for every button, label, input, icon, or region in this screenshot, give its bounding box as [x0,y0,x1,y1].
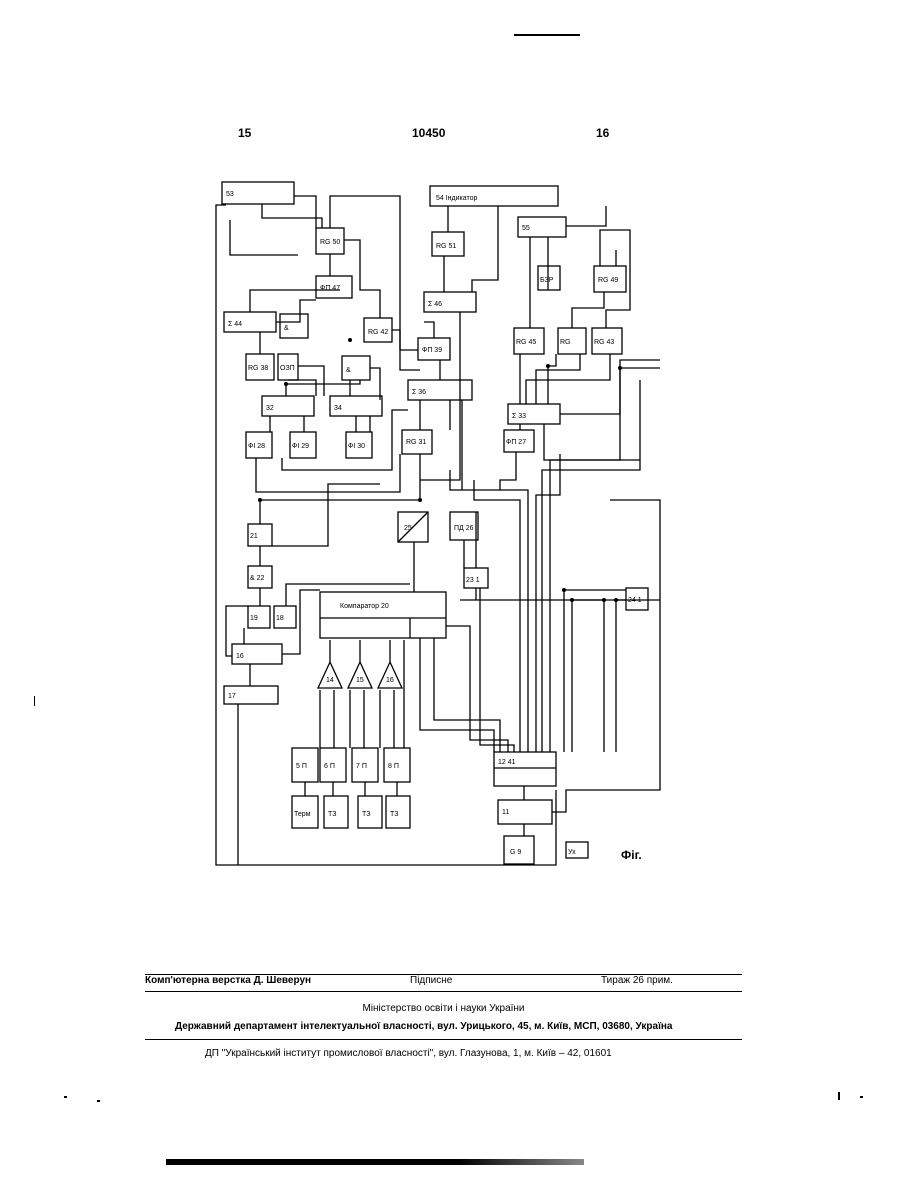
department-line: Державний департамент інтелектуальної вл… [175,1021,735,1032]
svg-text:ФІ 30: ФІ 30 [348,443,365,450]
svg-text:ОЗП: ОЗП [280,365,295,372]
svg-text:ТЗ: ТЗ [390,811,398,818]
svg-text:Σ 44: Σ 44 [228,321,242,328]
svg-text:14: 14 [326,677,334,684]
svg-text:17: 17 [228,693,236,700]
block-14 [318,662,342,688]
svg-text:53: 53 [226,191,234,198]
scan-speck [838,1092,840,1100]
block-diagram: 53 54 Індикатор 55 RG 50 RG 51 RG 49 ФП … [0,0,900,900]
svg-text:ПД 26: ПД 26 [454,525,474,532]
svg-text:18: 18 [276,615,284,622]
svg-text:Ух: Ух [568,849,576,856]
subscription-label: Підписне [410,975,452,986]
svg-text:&: & [346,367,351,374]
svg-text:34: 34 [334,405,342,412]
svg-text:16: 16 [236,653,244,660]
svg-text:23 1: 23 1 [466,577,480,584]
svg-text:24 1: 24 1 [628,597,642,604]
svg-text:ФІ 29: ФІ 29 [292,443,309,450]
svg-text:RG 31: RG 31 [406,439,426,446]
svg-text:15: 15 [356,677,364,684]
svg-text:ФІ 28: ФІ 28 [248,443,265,450]
svg-text:RG: RG [560,339,571,346]
svg-text:55: 55 [522,225,530,232]
svg-text:G 9: G 9 [510,849,521,856]
svg-text:RG 42: RG 42 [368,329,388,336]
svg-text:11: 11 [502,809,509,816]
svg-text:21: 21 [250,533,258,540]
scan-speck [64,1096,67,1098]
svg-text:Σ 33: Σ 33 [512,413,526,420]
bottom-scan-bar [166,1159,584,1165]
svg-text:7 П: 7 П [356,763,367,770]
ministry-line: Міністерство освіти і науки України [145,1003,742,1014]
block-16 [378,662,402,688]
svg-text:Компаратор 20: Компаратор 20 [340,603,389,610]
svg-text:ФП 47: ФП 47 [320,285,340,292]
svg-text:& 22: & 22 [250,575,265,582]
svg-text:12 41: 12 41 [498,759,516,766]
svg-text:RG 49: RG 49 [598,277,618,284]
institute-line: ДП "Український інститут промислової вла… [205,1048,705,1059]
svg-text:5 П: 5 П [296,763,307,770]
scan-speck [34,696,35,706]
typesetting-credit: Комп'ютерна верстка Д. Шеверун [145,975,311,986]
svg-text:ФП 39: ФП 39 [422,347,442,354]
svg-text:БЗР: БЗР [540,277,554,284]
svg-text:Σ 46: Σ 46 [428,301,442,308]
svg-text:&: & [284,325,289,332]
svg-text:Терм: Терм [294,811,311,818]
block-15 [348,662,372,688]
svg-text:54 Індикатор: 54 Індикатор [436,195,478,202]
svg-text:RG 51: RG 51 [436,243,456,250]
svg-text:16: 16 [386,677,394,684]
block-20 [320,592,446,638]
svg-text:RG 50: RG 50 [320,239,340,246]
svg-text:ФП 27: ФП 27 [506,439,526,446]
colophon-info-row: Комп'ютерна верстка Д. Шеверун Підписне … [145,975,742,989]
circulation-label: Тираж 26 прим. [601,975,673,986]
scan-speck [97,1100,100,1102]
svg-text:6 П: 6 П [324,763,335,770]
svg-text:25: 25 [404,525,412,532]
svg-text:RG 38: RG 38 [248,365,268,372]
svg-text:8 П: 8 П [388,763,399,770]
block-12 [494,752,556,786]
svg-text:RG 45: RG 45 [516,339,536,346]
svg-text:RG 43: RG 43 [594,339,614,346]
svg-text:ТЗ: ТЗ [328,811,336,818]
scan-speck [860,1096,863,1098]
svg-text:ТЗ: ТЗ [362,811,370,818]
colophon-rule-mid [145,991,742,992]
svg-text:32: 32 [266,405,274,412]
svg-text:19: 19 [250,615,258,622]
figure-caption: Фіг. [621,848,642,862]
colophon-rule-bottom [145,1039,742,1040]
svg-text:Σ 36: Σ 36 [412,389,426,396]
